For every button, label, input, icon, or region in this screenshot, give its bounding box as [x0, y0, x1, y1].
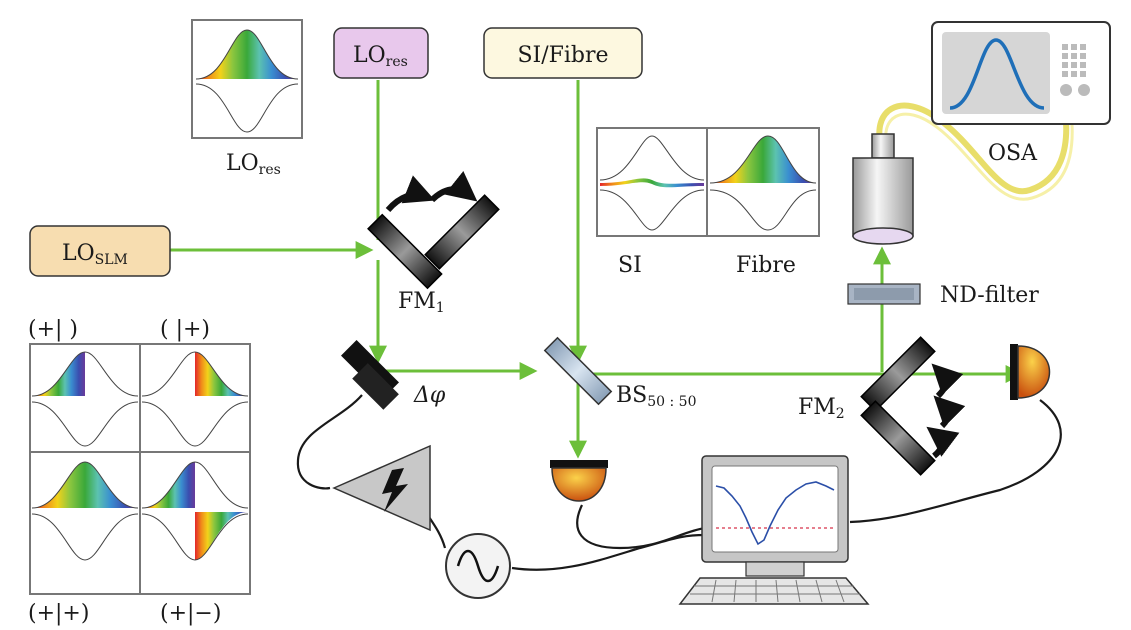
fm1-label: FM1 [398, 289, 445, 316]
fibre-pulse [710, 136, 816, 183]
mode-cell-top-right [141, 351, 249, 447]
osa-label: OSA [988, 141, 1038, 166]
fibre-cable [876, 102, 1070, 195]
flip-arrow-icon [931, 363, 964, 399]
flip-arrow-icon [429, 171, 478, 203]
detector-bottom [550, 460, 608, 502]
mode-cell-bottom-left [31, 461, 139, 561]
osa-spectrum-trace [949, 38, 1045, 110]
nd-filter-label: ND-filter [940, 283, 1039, 308]
fibre-coupler [852, 133, 914, 245]
cables [296, 394, 1062, 571]
amplifier [332, 444, 431, 532]
mode-label-bottom-left: (+|+) [28, 601, 89, 626]
si-fibre-source: SI/Fibre [483, 27, 643, 79]
mode-label-bottom-right: (+|−) [160, 601, 221, 626]
cable-detector-computer [576, 504, 706, 550]
mode-grid: (+| ) ( |+) (+|+) [28, 317, 251, 626]
flip-mirror-fm1: FM1 [367, 171, 500, 316]
sine-wave-icon [456, 549, 500, 583]
mode-cell-top-left [31, 351, 139, 447]
bs-label: BS50 : 50 [616, 383, 697, 410]
lo-res-pulse [196, 30, 298, 79]
lo-res-spectrum-panel: LOres [191, 19, 303, 178]
piezo-mirror: Δφ [341, 340, 446, 410]
lo-slm-label: LOSLM [62, 241, 128, 268]
mode-label-top-right: ( |+) [160, 317, 210, 342]
fibre-panel-label: Fibre [736, 253, 796, 278]
mode-label-top-left: (+| ) [28, 317, 78, 342]
optical-spectrum-analyzer: OSA [931, 21, 1111, 166]
flip-mirror-fm2: FM2 [798, 336, 966, 476]
lo-res-label: LOres [353, 43, 408, 70]
si-fibre-label: SI/Fibre [517, 43, 608, 68]
cable-detector-right-computer [849, 399, 1062, 524]
lightning-icon [382, 468, 408, 512]
detector-right [1010, 344, 1051, 400]
flip-arrow-icon [933, 395, 966, 429]
si-pulse [600, 178, 704, 188]
computer [678, 455, 870, 605]
cable-piezo-amp [296, 394, 363, 490]
phase-label: Δφ [413, 383, 446, 408]
si-panel-label: SI [618, 253, 642, 278]
mode-cell-bottom-right [141, 461, 249, 561]
interference-trace [715, 481, 835, 546]
osa-keypad-icon [1062, 44, 1086, 77]
nd-filter: ND-filter [847, 283, 1039, 308]
lo-res-source: LOres [333, 27, 429, 79]
lo-res-panel-label: LOres [226, 151, 281, 178]
si-fibre-spectrum-panel: SI Fibre [596, 127, 820, 278]
signal-generator [445, 533, 511, 599]
lo-slm-source: LOSLM [29, 225, 171, 277]
cable-generator-computer [511, 533, 706, 571]
fm2-label: FM2 [798, 395, 845, 422]
flip-arrow-icon [926, 426, 960, 459]
beam-splitter: BS50 : 50 [543, 336, 697, 410]
flip-arrow-icon [385, 175, 436, 213]
